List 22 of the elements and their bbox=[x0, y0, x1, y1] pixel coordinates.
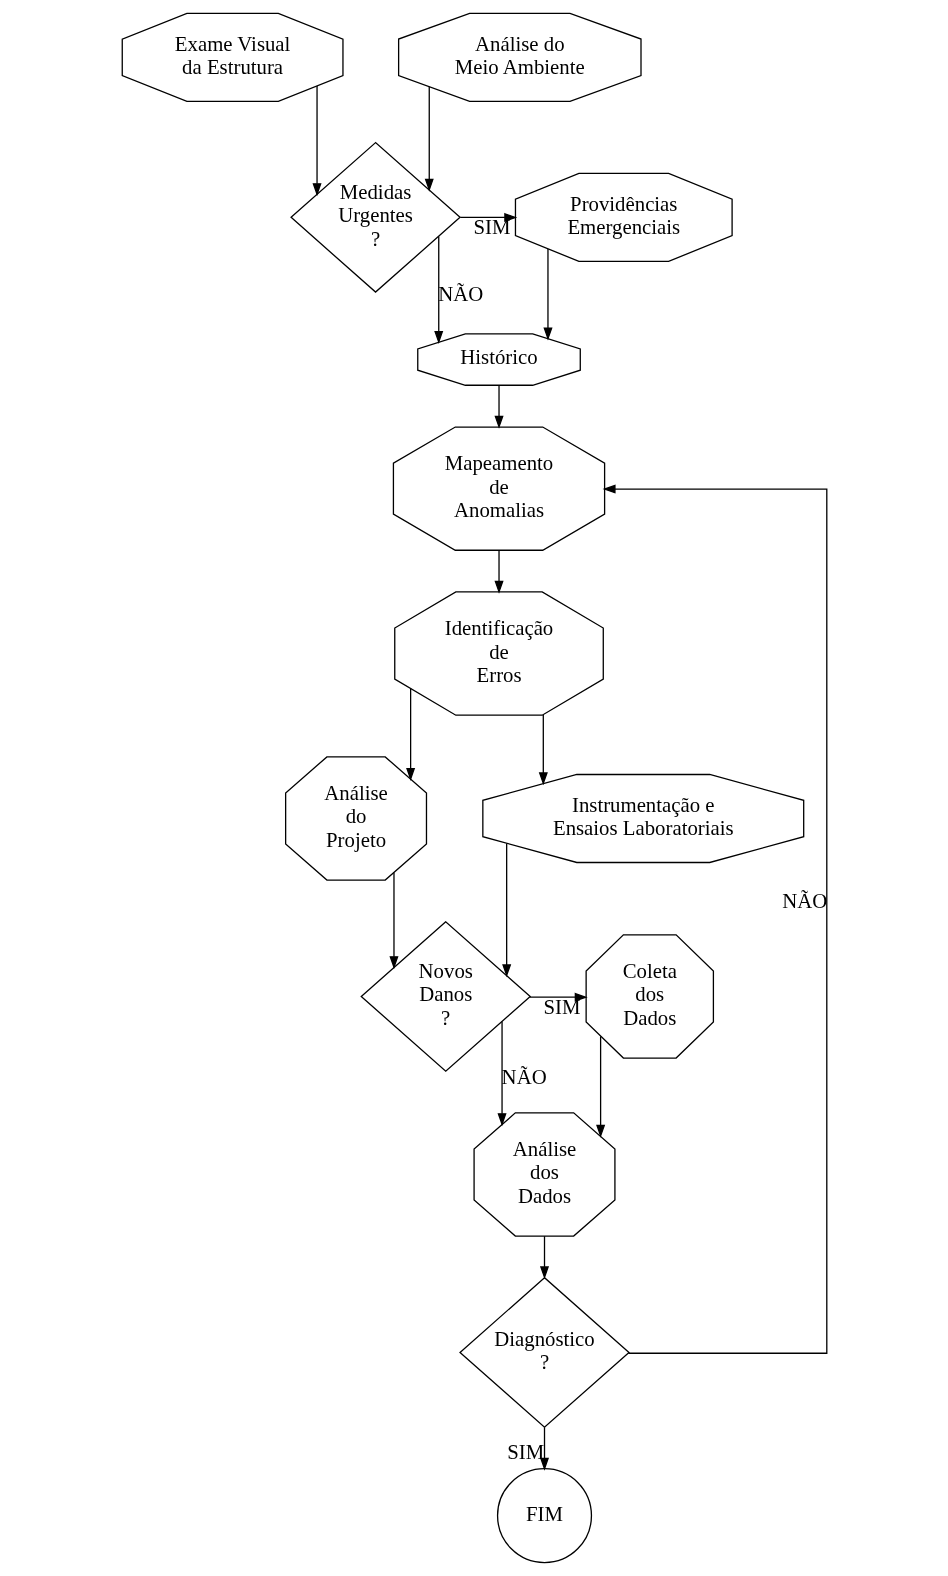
arrow bbox=[602, 484, 827, 1354]
arrow bbox=[493, 549, 504, 594]
node-diamond: Diagnóstico ? bbox=[458, 1276, 630, 1429]
arrow bbox=[501, 842, 511, 978]
arrow bbox=[459, 212, 517, 222]
arrow bbox=[528, 992, 588, 1002]
arrow bbox=[539, 1235, 549, 1280]
arrow bbox=[497, 1020, 507, 1127]
edge-label: SIM bbox=[506, 1440, 544, 1464]
edge-label: SIM bbox=[473, 215, 510, 239]
node-circle: FIM bbox=[496, 1468, 592, 1564]
arrow bbox=[538, 714, 548, 786]
arrow bbox=[388, 872, 399, 970]
arrow bbox=[424, 86, 434, 192]
arrow bbox=[433, 235, 443, 344]
arrow bbox=[493, 385, 504, 429]
arrow bbox=[542, 248, 552, 341]
arrow bbox=[595, 1035, 605, 1138]
arrow bbox=[312, 85, 322, 197]
arrow bbox=[405, 687, 415, 781]
arrow bbox=[539, 1426, 549, 1471]
edge-label: SIM bbox=[543, 994, 581, 1018]
